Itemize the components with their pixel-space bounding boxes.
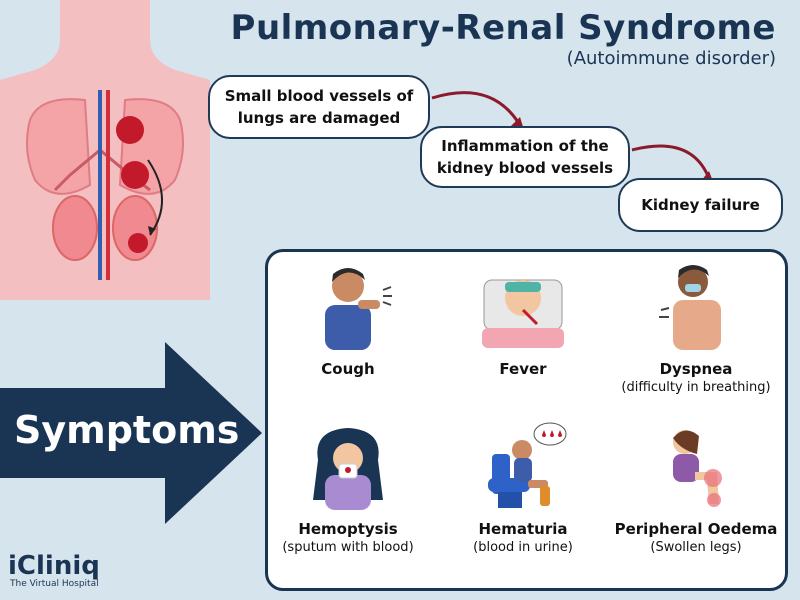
symptom-name: Cough — [321, 360, 375, 378]
peripheral-oedema-icon — [673, 430, 722, 507]
flow-step-lungs-damaged: Small blood vessels of lungs are damaged — [208, 75, 430, 139]
symptom-desc: (Swollen legs) — [650, 540, 742, 555]
hematuria-icon — [488, 422, 567, 508]
flow-step-kidney-failure: Kidney failure — [618, 178, 783, 232]
page-subtitle: (Autoimmune disorder) — [566, 48, 776, 69]
iclinq-logo: iCliniq The Virtual Hospital — [8, 553, 100, 589]
symptom-peripheral-oedema: Peripheral Oedema (Swollen legs) — [611, 420, 781, 555]
symptoms-arrow — [0, 342, 262, 524]
symptom-name: Dyspnea — [659, 360, 733, 378]
symptom-desc: (difficulty in breathing) — [621, 380, 771, 395]
flow-step-kidney-inflammation: Inflammation of the kidney blood vessels — [420, 126, 630, 188]
symptom-dyspnea: Dyspnea (difficulty in breathing) — [611, 260, 781, 395]
symptom-name: Fever — [499, 360, 547, 378]
fever-icon — [482, 279, 564, 348]
symptom-cough: Cough — [263, 260, 433, 380]
symptom-desc: (blood in urine) — [473, 540, 573, 555]
symptom-desc: (sputum with blood) — [282, 540, 414, 555]
logo-tagline: The Virtual Hospital — [10, 579, 99, 589]
cough-icon — [325, 268, 392, 350]
symptoms-panel: Cough Fever Dyspnea (difficulty in breat… — [265, 249, 788, 591]
symptom-fever: Fever — [438, 260, 608, 380]
symptom-name: Peripheral Oedema — [614, 520, 778, 538]
symptom-name: Hematuria — [478, 520, 568, 538]
symptom-hemoptysis: Hemoptysis (sputum with blood) — [263, 420, 433, 555]
symptoms-label: Symptoms — [14, 408, 240, 452]
logo-brand: iCliniq — [8, 551, 100, 581]
dyspnea-icon — [659, 265, 721, 350]
symptom-name: Hemoptysis — [298, 520, 398, 538]
page-title: Pulmonary-Renal Syndrome — [230, 8, 776, 48]
lungs-kidneys-illustration — [0, 0, 210, 300]
hemoptysis-icon — [313, 428, 383, 510]
symptom-hematuria: Hematuria (blood in urine) — [438, 420, 608, 555]
